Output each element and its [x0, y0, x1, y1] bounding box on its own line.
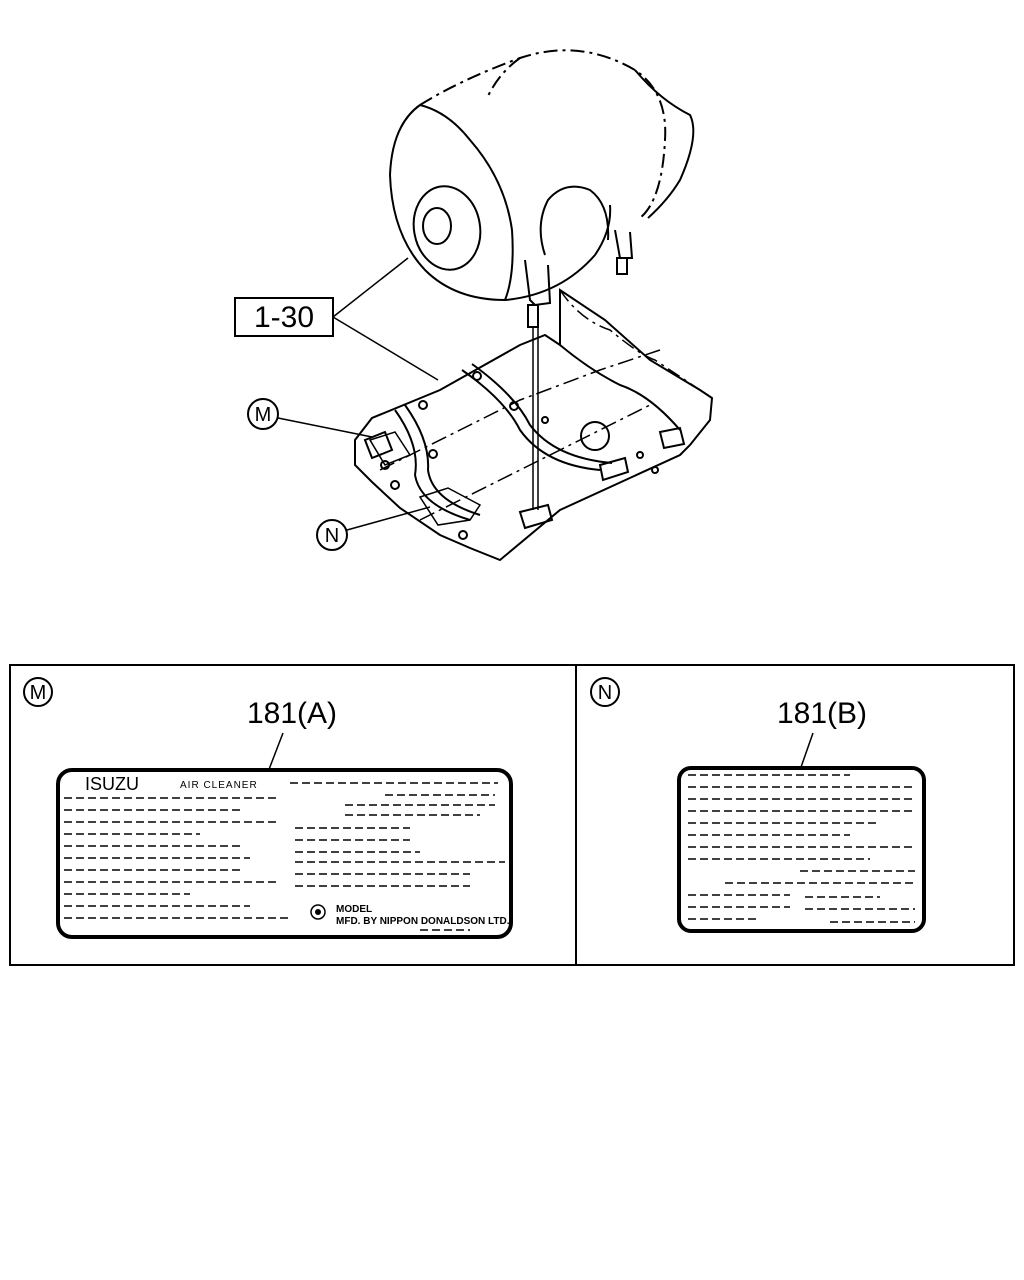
panel-n: N 181(B) — [590, 677, 926, 933]
label-181b — [677, 766, 926, 933]
label-181a — [56, 768, 513, 939]
label-181b-text-lines — [688, 774, 915, 923]
panel-n-marker: N — [598, 682, 612, 704]
panel-m: M 181(A) ISUZU AIR CLEANER — [23, 677, 513, 939]
maker-logo-icon — [310, 904, 326, 920]
air-cleaner-assembly — [388, 49, 695, 510]
label-maker: MFD. BY NIPPON DONALDSON LTD. — [336, 916, 510, 927]
panel-n-part-ref: 181(B) — [777, 697, 867, 730]
assembly-reference: 1-30 — [234, 257, 439, 381]
assembly-ref-text: 1-30 — [254, 301, 314, 334]
label-model: MODEL — [336, 904, 372, 915]
panel-m-marker: M — [30, 682, 47, 704]
callout-m: M — [247, 398, 373, 438]
panel-m-part-ref: 181(A) — [247, 697, 337, 730]
callout-n-text: N — [325, 525, 339, 547]
callout-m-text: M — [255, 404, 272, 426]
label-181a-text-lines — [64, 782, 505, 931]
frame-plate — [354, 288, 714, 562]
label-brand-sub: AIR CLEANER — [180, 780, 258, 791]
callout-n: N — [316, 506, 431, 551]
label-brand: ISUZU — [85, 774, 139, 794]
